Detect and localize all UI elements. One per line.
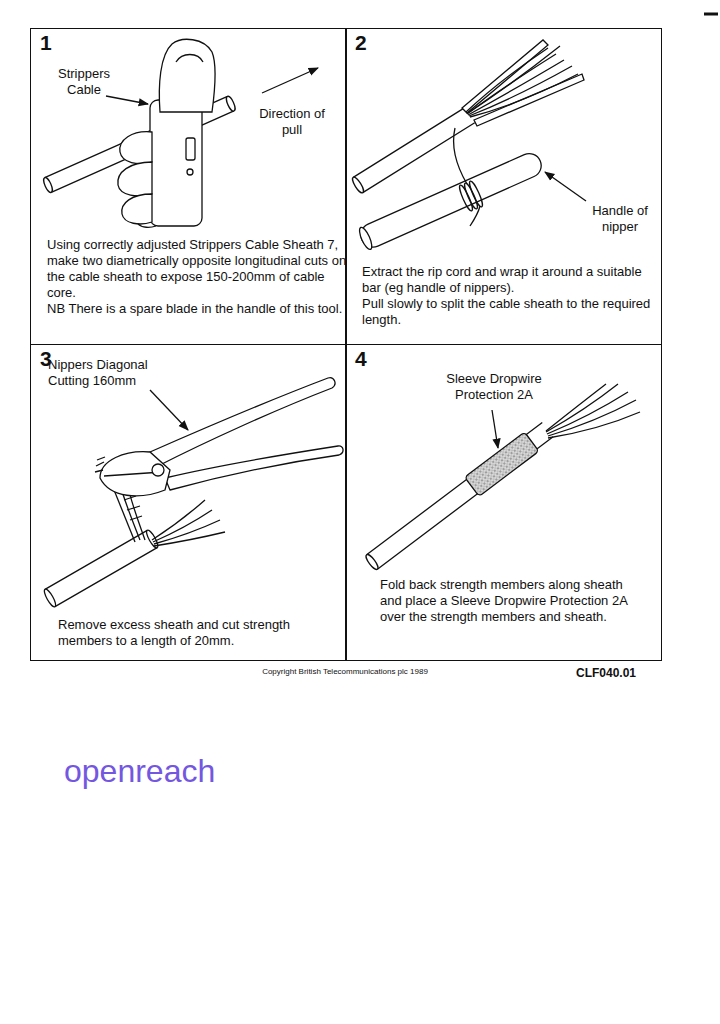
copyright-note: Copyright British Telecommunications plc…	[200, 667, 490, 677]
leader-line	[150, 390, 188, 430]
direction-label: Direction of pull	[252, 106, 332, 138]
margin-mark	[704, 13, 718, 16]
step-caption: Extract the rip cord and wrap it around …	[362, 264, 662, 328]
step-caption: Using correctly adjusted Strippers Cable…	[47, 237, 347, 317]
brand-logo: openreach	[64, 752, 304, 790]
direction-arrow	[262, 68, 318, 93]
cable-end	[42, 176, 54, 193]
step-number: 2	[355, 31, 367, 55]
thumbnail	[176, 55, 203, 63]
finger	[120, 132, 152, 164]
rip-cord-wrap	[463, 182, 480, 210]
cable-sheath	[45, 530, 157, 606]
rip-cord-wrap	[468, 180, 485, 208]
fibre	[546, 384, 606, 431]
rip-cord-wrap	[458, 184, 475, 212]
finger	[122, 194, 152, 224]
rip-cord	[470, 206, 480, 226]
nipper-pivot	[152, 464, 164, 476]
step-panel: 3Remove excess sheath and cut strength m…	[30, 344, 347, 661]
step-number: 1	[40, 31, 52, 55]
thumb	[159, 39, 215, 112]
leader-line	[492, 410, 498, 448]
fibre	[548, 412, 640, 438]
stripper-tool	[150, 100, 202, 226]
rip-cord	[454, 128, 467, 184]
cable-end	[145, 529, 160, 549]
step-caption: Remove excess sheath and cut strength me…	[58, 617, 343, 649]
cable-sheath	[367, 422, 554, 569]
finger	[118, 162, 152, 196]
fibre	[548, 400, 636, 436]
document-code: CLF040.01	[576, 666, 666, 680]
fibre	[466, 48, 548, 112]
cable-sheath	[45, 530, 157, 606]
step-panel: 2Extract the rip cord and wrap it around…	[345, 28, 662, 345]
nipper-handle	[165, 446, 343, 490]
stripper-screw	[187, 169, 193, 175]
part-label: Sleeve Dropwire Protection 2A	[432, 371, 556, 403]
instruction-text: Remove excess sheath and cut strength me…	[58, 617, 343, 649]
step-caption: Fold back strength members along sheath …	[380, 577, 630, 625]
strength-member-bands	[124, 496, 142, 520]
instruction-text: NB There is a spare blade in the handle …	[47, 301, 347, 317]
cut-ends	[95, 457, 105, 472]
nipper-handle-end	[357, 226, 374, 251]
step-number: 4	[355, 347, 367, 371]
fibre	[468, 46, 560, 113]
nipper-jaws	[100, 452, 170, 496]
leader-line	[106, 96, 148, 104]
stripper-blade	[186, 138, 195, 160]
protection-sleeve	[465, 432, 539, 496]
part-label: Strippers Cable	[48, 66, 120, 98]
hand-outline	[138, 224, 156, 227]
fibre	[154, 532, 225, 546]
cable-end	[42, 588, 57, 608]
cable-sheath	[353, 107, 474, 192]
instruction-text: Fold back strength members along sheath …	[380, 577, 630, 625]
cable-end	[351, 176, 366, 194]
fibre	[470, 74, 578, 117]
instruction-text: Pull slowly to split the cable sheath to…	[362, 296, 662, 328]
cable-end	[364, 553, 380, 571]
instruction-text: Using correctly adjusted Strippers Cable…	[47, 237, 347, 301]
leader-line	[545, 172, 586, 201]
split-sheath	[474, 74, 584, 126]
part-label: Handle of nipper	[582, 203, 658, 235]
cable-end	[225, 95, 237, 112]
fibre	[469, 66, 572, 116]
part-label: Nippers Diagonal Cutting 160mm	[48, 357, 166, 389]
cable-sheath	[353, 107, 474, 192]
instruction-text: Extract the rip cord and wrap it around …	[362, 264, 662, 296]
cable-sheath	[367, 422, 554, 569]
